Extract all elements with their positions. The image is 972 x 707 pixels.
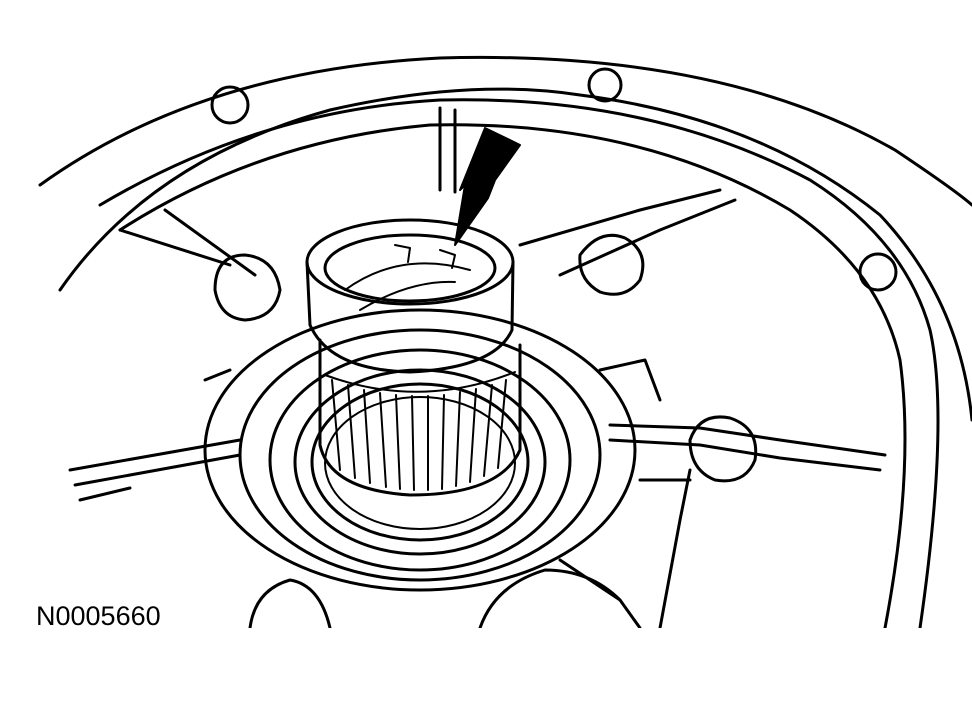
pump-body-rings xyxy=(203,308,662,592)
bushing-collar xyxy=(305,218,515,374)
housing-ribs xyxy=(68,106,887,502)
lower-housing-detail xyxy=(248,468,692,628)
stator-support-splines xyxy=(318,338,522,497)
figure-id-label: N0005660 xyxy=(36,601,161,631)
housing-outline xyxy=(38,55,972,628)
mounting-holes xyxy=(210,67,898,292)
lightning-arrow-icon xyxy=(454,127,521,246)
rib-bosses xyxy=(213,233,758,483)
